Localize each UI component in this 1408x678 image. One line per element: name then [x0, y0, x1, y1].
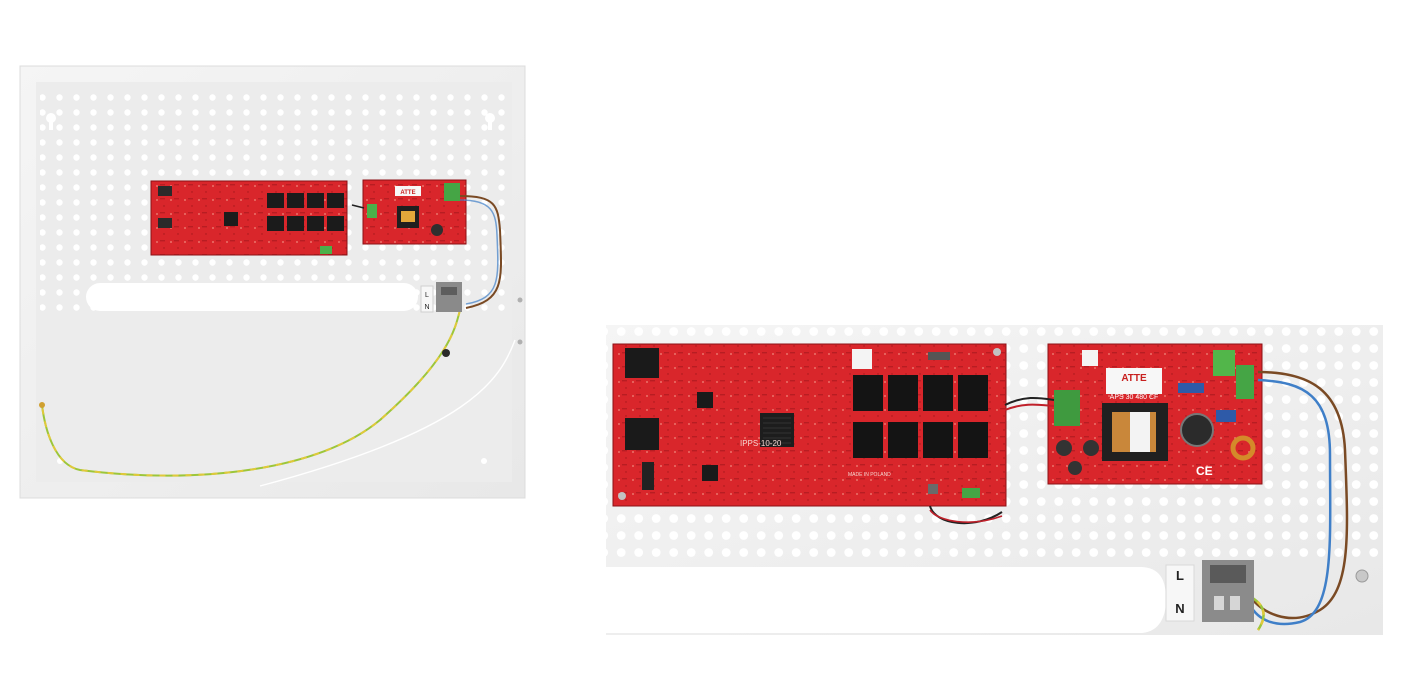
terminal-label-n-right: N [1175, 601, 1184, 616]
terminal-label-n-left: N [424, 304, 429, 311]
psu-brand-label-left: ATTE [400, 190, 415, 196]
terminal-block-right [1202, 560, 1254, 622]
terminal-block-left: L N [420, 282, 462, 313]
terminal-label-l-left: L [425, 292, 429, 299]
psu-ce-mark: CE [1196, 464, 1213, 478]
psu-model-label: APS 30 480 CF [1110, 394, 1159, 401]
wiring-right [929, 370, 1349, 631]
psu-board-left: ATTE [362, 179, 467, 245]
wiring-left [39, 195, 516, 487]
terminal-label-l-right: L [1176, 568, 1184, 583]
switch-board-left [150, 180, 348, 256]
switch-board-right: IPPS-10-20 MADE IN POLAND [612, 343, 1007, 507]
switch-model-label: IPPS-10-20 [740, 439, 782, 448]
psu-board-right: ATTE APS 30 480 CF CE [1047, 343, 1263, 485]
psu-brand-label-right: ATTE [1121, 373, 1147, 384]
switch-origin-label: MADE IN POLAND [848, 472, 891, 478]
